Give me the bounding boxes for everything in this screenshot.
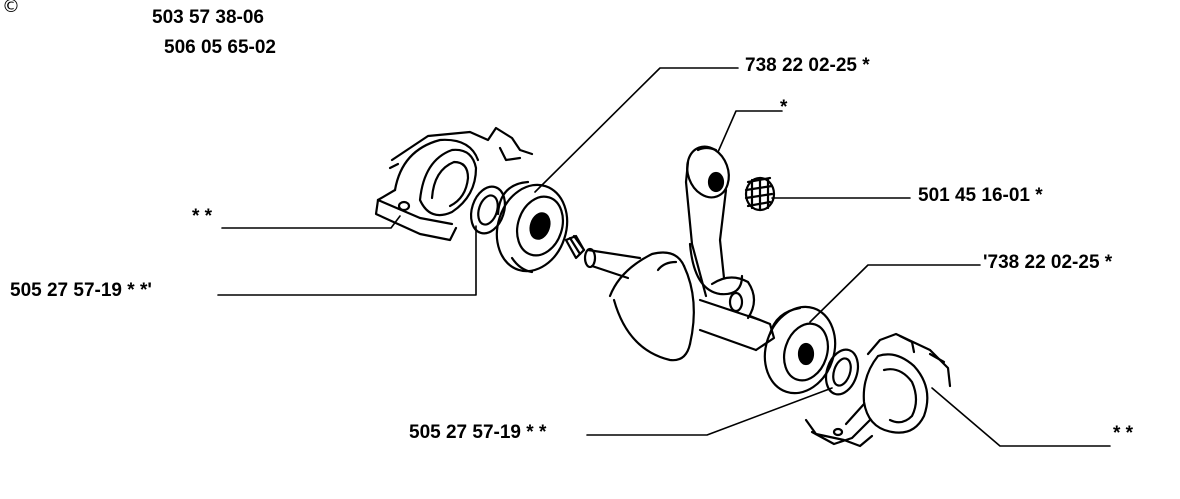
left-bearing-housing [374,126,534,242]
callout-needle-bearing: 501 45 16-01 * [918,185,1043,206]
crankshaft [564,234,776,362]
header-part-number: 506 05 65-02 [164,37,276,58]
callout-housing-right: * * [1113,423,1134,444]
right-bearing-housing [804,332,952,448]
callout-bearing-right: '738 22 02-25 * [983,252,1113,273]
callout-seal-left: 505 27 57-19 * *' [10,280,152,301]
callout-small-end-marker: * [780,97,788,118]
right-seal [824,348,860,396]
left-seal [469,185,507,235]
left-ball-bearing [495,180,569,274]
copyright-symbol: © [2,0,20,17]
callout-seal-right: 505 27 57-19 * * [409,422,547,443]
header-part-number: 503 57 38-06 [152,7,264,28]
right-ball-bearing [763,305,837,395]
leader-lines [217,67,1111,447]
connecting-rod [684,145,744,298]
callout-bearing-top: 738 22 02-25 * [745,55,870,76]
callout-housing-left: * * [192,206,213,227]
needle-bearing [744,176,776,212]
